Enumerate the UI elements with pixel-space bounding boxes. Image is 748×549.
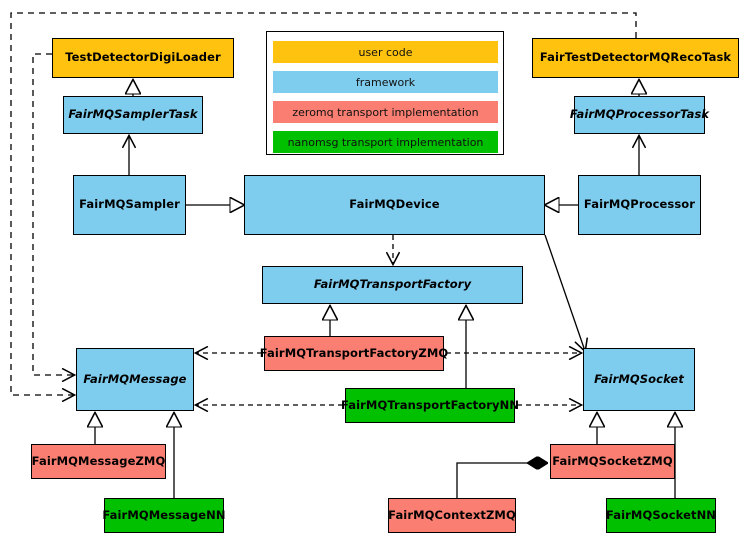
legend-item-user-code: user code	[273, 41, 498, 63]
class-node-fairmqprocessor[interactable]: FairMQProcessor	[578, 175, 701, 235]
class-label: FairMQProcessorTask	[569, 107, 710, 122]
class-node-fairmqtransportfactory[interactable]: FairMQTransportFactory	[262, 266, 523, 304]
class-node-fairmqsocketzmq[interactable]: FairMQSocketZMQ	[550, 444, 675, 479]
class-label: FairMQMessageZMQ	[31, 453, 166, 468]
edge-device-to-socket	[544, 234, 585, 351]
class-node-fairmqsocket[interactable]: FairMQSocket	[583, 348, 695, 411]
class-node-fairmqsocketnn[interactable]: FairMQSocketNN	[606, 498, 716, 533]
class-node-fairmqmessagenn[interactable]: FairMQMessageNN	[102, 498, 226, 533]
class-label: FairMQSocketNN	[605, 507, 717, 522]
class-node-fairmqprocessortask[interactable]: FairMQProcessorTask	[570, 96, 709, 134]
class-node-fairmqcontextzmq[interactable]: FairMQContextZMQ	[388, 498, 516, 533]
class-label: FairMQDevice	[349, 197, 440, 212]
legend-item-nanomsg: nanomsg transport implementation	[273, 131, 498, 153]
legend-item-framework: framework	[273, 71, 498, 93]
class-label: FairMQSampler	[79, 197, 180, 212]
legend-label: user code	[358, 45, 413, 59]
class-node-fairmqtransportfactorynn[interactable]: FairMQTransportFactoryNN	[341, 388, 519, 423]
class-label: FairMQMessage	[83, 371, 187, 386]
legend-label: nanomsg transport implementation	[287, 135, 484, 149]
class-node-fairmqtransportfactoryzmq[interactable]: FairMQTransportFactoryZMQ	[260, 336, 448, 371]
legend-label: framework	[355, 75, 416, 89]
edge-recotask-to-message	[10, 12, 637, 395]
class-node-testdetectordigiloader[interactable]: TestDetectorDigiLoader	[52, 38, 234, 78]
class-label: FairMQSocketZMQ	[552, 453, 673, 468]
class-label: FairMQTransportFactoryNN	[340, 397, 520, 412]
class-node-fairmqsamplertask[interactable]: FairMQSamplerTask	[63, 96, 203, 134]
legend: user code framework zeromq transport imp…	[266, 31, 504, 155]
class-label: FairMQMessageNN	[102, 507, 226, 522]
class-node-fairmqmessage[interactable]: FairMQMessage	[76, 348, 194, 411]
class-label: FairTestDetectorMQRecoTask	[539, 50, 732, 65]
edge-socketzmq-composition-contextzmq	[456, 463, 548, 498]
edge-digiloader-to-message	[32, 53, 74, 375]
class-label: FairMQProcessor	[583, 197, 696, 212]
legend-item-zeromq: zeromq transport implementation	[273, 101, 498, 123]
class-label: FairMQTransportFactory	[313, 277, 472, 292]
class-node-fairmqsampler[interactable]: FairMQSampler	[73, 175, 186, 235]
class-label: FairMQContextZMQ	[388, 507, 516, 522]
class-label: TestDetectorDigiLoader	[65, 50, 221, 65]
legend-label: zeromq transport implementation	[292, 105, 479, 119]
class-label: FairMQSamplerTask	[68, 107, 198, 122]
class-label: FairMQTransportFactoryZMQ	[259, 345, 449, 360]
class-node-fairmqmessagezmq[interactable]: FairMQMessageZMQ	[31, 444, 166, 479]
class-label: FairMQSocket	[594, 371, 684, 386]
class-node-fairtestdetectormqrecotask[interactable]: FairTestDetectorMQRecoTask	[532, 38, 739, 78]
class-node-fairmqdevice[interactable]: FairMQDevice	[244, 175, 545, 235]
